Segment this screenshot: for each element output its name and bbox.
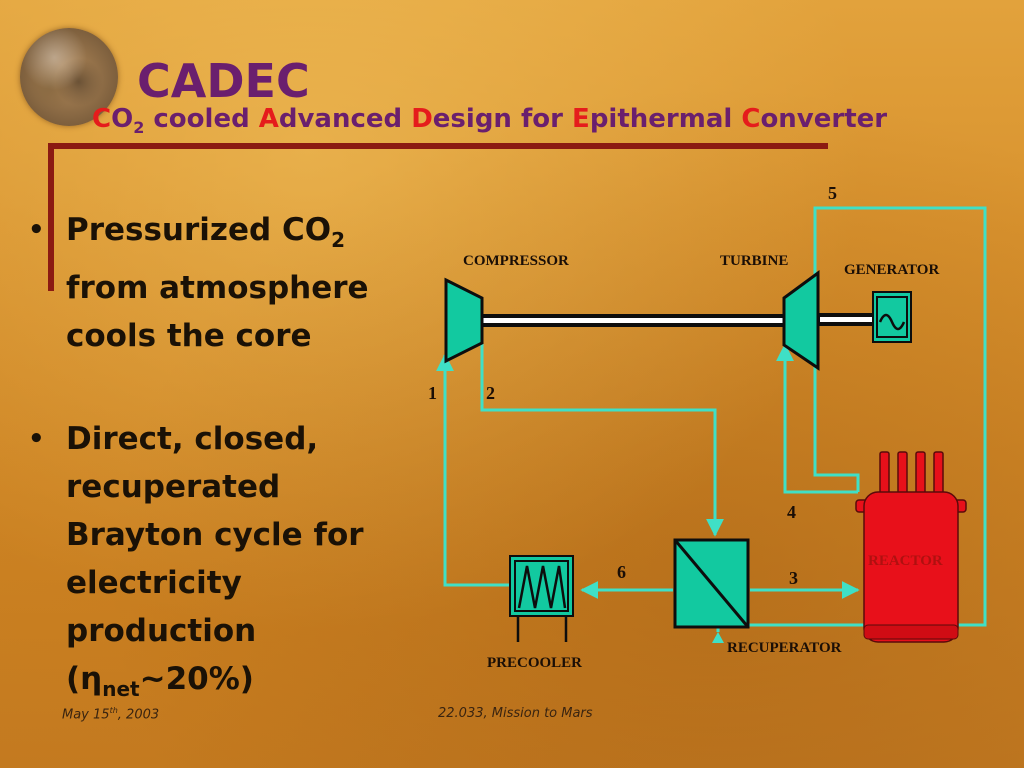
state-point-6: 6 <box>617 562 626 582</box>
bullet-dot: • <box>28 215 45 245</box>
turbine-icon <box>782 270 820 371</box>
title-rule-vertical <box>48 143 54 291</box>
state-point-2: 2 <box>486 383 495 403</box>
title-rule-horizontal <box>48 143 828 149</box>
recuperator-label: RECUPERATOR <box>727 640 842 656</box>
flow-line-1 <box>436 353 510 587</box>
reactor-icon <box>855 451 967 643</box>
slide-title: CADEC <box>137 54 310 108</box>
flow-line-4-turbine-inlet <box>776 343 858 494</box>
footer-course: 22.033, Mission to Mars <box>438 706 593 721</box>
generator-shaft <box>818 313 876 326</box>
flow-line-2 <box>480 340 724 537</box>
precooler-icon <box>509 555 574 642</box>
recuperator-icon <box>673 538 750 629</box>
footer-date: May 15th, 2003 <box>62 706 160 723</box>
state-point-3: 3 <box>789 568 798 588</box>
generator-icon <box>872 291 912 343</box>
reactor-label: REACTOR <box>868 553 943 569</box>
compressor-label: COMPRESSOR <box>463 253 569 269</box>
flow-line-5 <box>716 206 987 632</box>
compressor-icon <box>444 277 484 364</box>
bullet-brayton-cycle: • Direct, closed, recuperated Brayton cy… <box>28 415 423 713</box>
slide-subtitle: CO2 cooled Advanced Design for Epitherma… <box>92 104 888 138</box>
turbine-label: TURBINE <box>720 253 788 269</box>
state-point-5: 5 <box>828 183 837 203</box>
generator-label: GENERATOR <box>844 262 939 278</box>
state-point-1: 1 <box>428 383 437 403</box>
recuperator-return-arrow <box>712 632 724 643</box>
state-point-4: 4 <box>787 502 796 522</box>
turbine-shaft <box>480 314 786 327</box>
precooler-label: PRECOOLER <box>487 655 582 671</box>
bullet-pressurized-co2: • Pressurized CO2 from atmosphere cools … <box>28 206 423 360</box>
bullet-dot: • <box>28 424 45 454</box>
mars-planet-image <box>20 28 118 126</box>
